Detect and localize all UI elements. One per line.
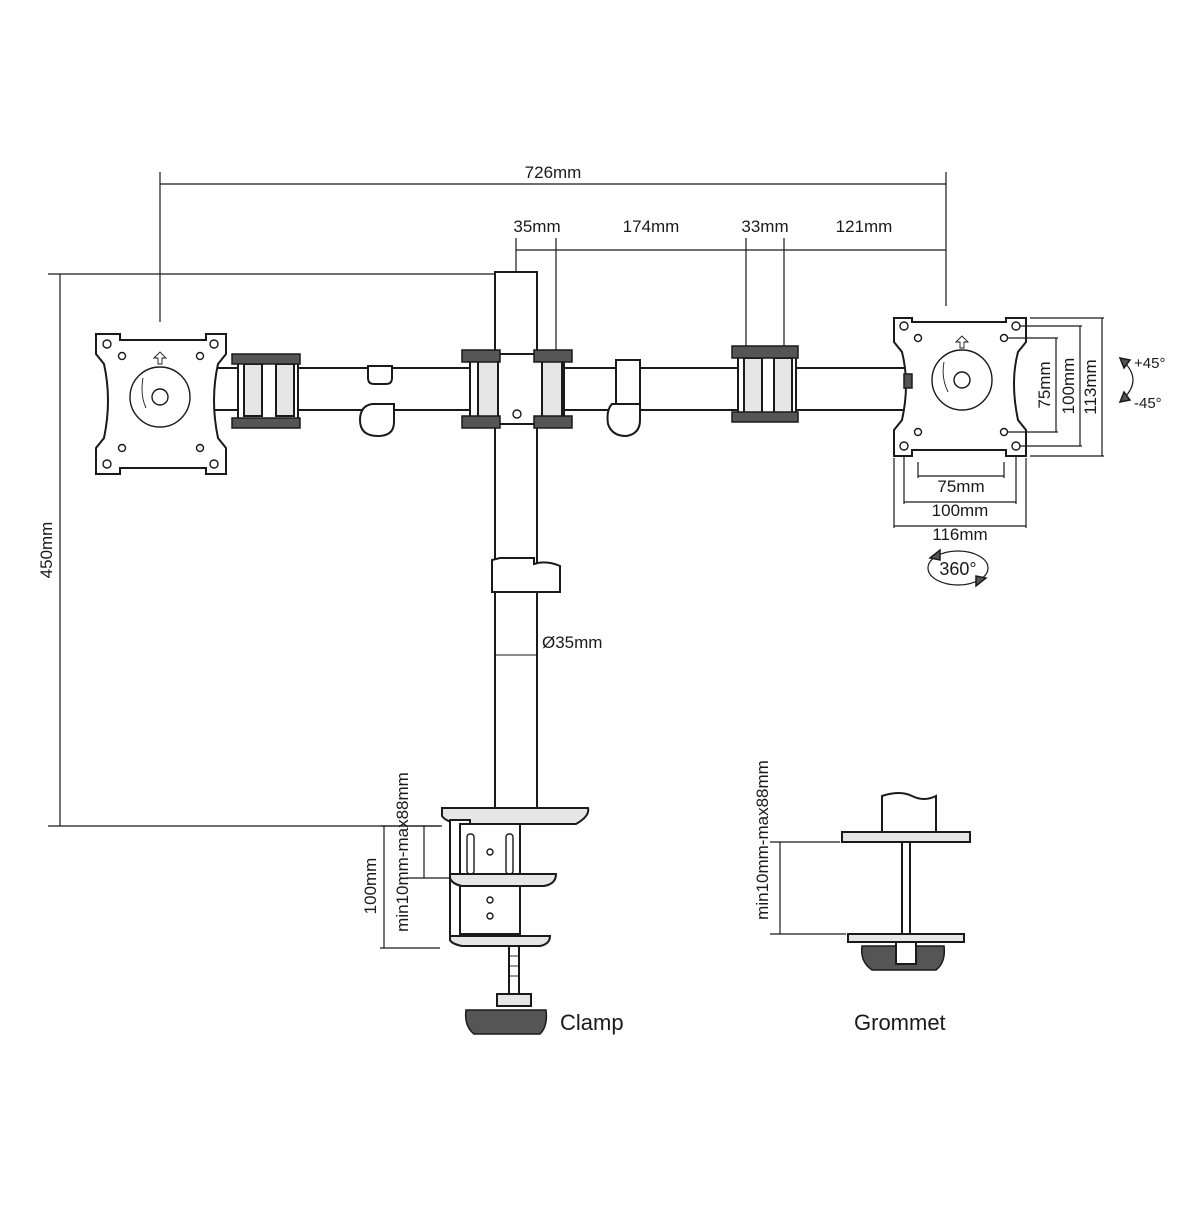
label-joint-width: 33mm: [741, 217, 788, 236]
label-clamp-range: min10mm-max88mm: [393, 772, 412, 932]
label-plate-width: 116mm: [932, 525, 987, 544]
tilt-arc-icon: [1118, 356, 1134, 404]
label-grommet-range: min10mm-max88mm: [753, 760, 772, 920]
cable-clip: [491, 557, 561, 593]
rotation-badge: [927, 548, 989, 588]
label-vesa-v-100: 100mm: [1059, 358, 1078, 415]
left-elbow-joint: [231, 353, 301, 429]
label-clamp-depth: 100mm: [361, 858, 380, 915]
label-pole-diameter: Ø35mm: [542, 633, 602, 652]
label-vesa-v-75: 75mm: [1035, 361, 1054, 408]
label-tilt-up: +45°: [1134, 355, 1165, 372]
arm-hook-left: [358, 365, 395, 438]
right-vesa-plate: [893, 317, 1027, 457]
clamp-assembly: [441, 807, 590, 1035]
label-rotation: 360°: [939, 559, 976, 579]
label-arm-length: 174mm: [623, 217, 680, 236]
center-joint: [461, 349, 573, 429]
right-elbow-joint: [731, 345, 799, 423]
arm-hook-right: [606, 359, 641, 438]
label-plate-height: 113mm: [1081, 359, 1100, 414]
caption-grommet: Grommet: [854, 1010, 946, 1035]
left-vesa-plate: [95, 333, 227, 475]
label-arm-end: 121mm: [836, 217, 893, 236]
label-offset-pole: 35mm: [513, 217, 560, 236]
caption-clamp: Clamp: [560, 1010, 624, 1035]
label-vesa-h-75: 75mm: [937, 477, 984, 496]
grommet-assembly: [841, 792, 971, 971]
label-total-width: 726mm: [525, 163, 582, 182]
label-vesa-h-100: 100mm: [932, 501, 989, 520]
label-height: 450mm: [37, 522, 56, 579]
label-tilt-down: -45°: [1134, 395, 1162, 412]
dimension-lines: [48, 172, 1104, 949]
